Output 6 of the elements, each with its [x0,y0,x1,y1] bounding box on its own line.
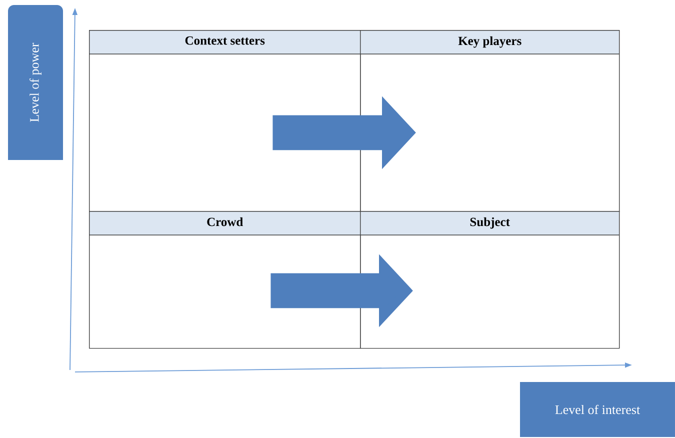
quadrant-cell: Crowd [88,211,361,349]
axis-label-box: Level of power [8,5,63,160]
axis-label-box: Level of interest [520,382,675,437]
quadrant-cell: Subject [360,211,620,349]
quadrant-cell: Context setters [88,30,361,212]
quadrant-cell: Key players [360,30,620,212]
